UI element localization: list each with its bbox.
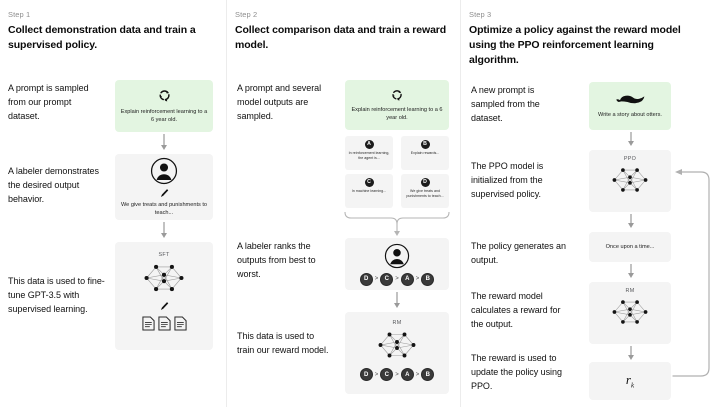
pencil-icon <box>160 301 169 312</box>
step-2-column: Step 2 Collect comparison data and train… <box>226 0 460 407</box>
rank-badge-1: D <box>359 272 373 286</box>
step-1-column: Step 1 Collect demonstration data and tr… <box>0 0 226 407</box>
rank-badge-2: C <box>380 368 394 381</box>
step-2-caption-1: A prompt and several model outputs are s… <box>237 83 322 121</box>
badge-a: A <box>364 140 374 149</box>
step-1-caption-3: This data is used to fine-tune GPT-3.5 w… <box>8 276 105 314</box>
step-3-ppo-title: PPO <box>623 156 637 162</box>
step-3-label: Step 3 <box>469 10 492 19</box>
step-2-rm-ranking-row: D > C > A > B <box>359 368 435 381</box>
pencil-icon <box>160 188 169 199</box>
step-3-reward-model-card: RM <box>589 282 671 344</box>
rank-badge-2: C <box>380 272 394 286</box>
arrow-down-icon <box>628 132 634 146</box>
step-3-caption-5: The reward is used to update the policy … <box>471 353 562 391</box>
otter-icon <box>615 92 645 107</box>
recycle-icon <box>157 88 172 103</box>
step-3-prompt-text: Write a story about otters. <box>598 112 662 119</box>
rank-separator: > <box>415 276 420 282</box>
step-2-output-c: C In machine learning... <box>345 174 393 208</box>
update-loop-arrow <box>672 169 710 377</box>
step-2-output-d-text: We give treats and punishments to teach.… <box>406 189 444 199</box>
step-3-title: Optimize a policy against the reward mod… <box>469 24 681 67</box>
step-1-title: Collect demonstration data and train a s… <box>8 24 196 52</box>
step-2-labeler-card: D > C > A > B <box>345 238 449 290</box>
step-2-output-d: D We give treats and punishments to teac… <box>401 174 449 208</box>
rank-separator: > <box>374 371 379 378</box>
step-3-caption-4: The reward model calculates a reward for… <box>471 291 561 329</box>
step-3-ppo-card: PPO <box>589 150 671 212</box>
step-1-label: Step 1 <box>8 10 31 19</box>
rank-separator: > <box>374 276 379 282</box>
step-2-caption-2: A labeler ranks the outputs from best to… <box>237 241 316 279</box>
arrow-down-icon <box>161 222 167 238</box>
step-3-output-text: Once upon a time... <box>605 243 655 250</box>
arrow-down-icon <box>394 292 400 308</box>
arrow-down-icon <box>628 264 634 278</box>
neural-network-icon <box>608 295 652 329</box>
step-1-prompt-card: Explain reinforcement learning to a 6 ye… <box>115 80 213 132</box>
rank-badge-3: A <box>400 272 414 286</box>
rank-badge-3: A <box>400 368 414 381</box>
step-2-caption-3: This data is used to train our reward mo… <box>237 331 329 355</box>
reward-subscript: k <box>630 381 635 390</box>
documents-icon <box>141 316 187 331</box>
step-2-reward-model-card: RM D <box>345 312 449 394</box>
step-1-sft-card: SFT <box>115 242 213 350</box>
step-1-caption-1: A prompt is sampled from our prompt data… <box>8 83 89 121</box>
step-1-sft-title: SFT <box>158 252 170 258</box>
arrow-down-icon <box>628 214 634 228</box>
reward-formula: rk <box>626 372 634 390</box>
recycle-icon <box>390 88 404 102</box>
step-1-prompt-text: Explain reinforcement learning to a 6 ye… <box>120 108 208 123</box>
step-2-output-b-text: Explain rewards... <box>410 151 440 155</box>
rank-separator: > <box>415 371 420 378</box>
rank-badge-4: B <box>421 368 435 381</box>
reward-symbol: r <box>625 372 631 388</box>
step-3-caption-2: The PPO model is initialized from the su… <box>471 161 544 199</box>
step-2-prompt-card: Explain reinforcement learning to a 6 ye… <box>345 80 449 130</box>
step-3-rm-title: RM <box>625 288 635 294</box>
converging-brace-icon <box>344 211 450 236</box>
neural-network-icon <box>140 259 188 297</box>
step-3-column: Step 3 Optimize a policy against the rew… <box>460 0 720 407</box>
badge-b: B <box>420 140 430 149</box>
step-2-rm-title: RM <box>392 320 402 326</box>
rank-separator: > <box>395 371 399 378</box>
step-2-title: Collect comparison data and train a rewa… <box>235 24 447 52</box>
step-2-output-a: A In reinforcement learning, the agent i… <box>345 136 393 170</box>
rank-badge-4: B <box>421 272 435 286</box>
step-3-prompt-card: Write a story about otters. <box>589 82 671 130</box>
arrow-down-icon <box>161 134 167 150</box>
step-2-output-a-text: In reinforcement learning, the agent is.… <box>348 151 390 161</box>
step-1-labeler-card: We give treats and punishments to teach.… <box>115 154 213 220</box>
step-3-reward-card: rk <box>589 362 671 400</box>
badge-d: D <box>420 178 430 187</box>
step-2-ranking-row: D > C > A > B <box>359 272 435 286</box>
labeler-icon <box>150 157 178 185</box>
neural-network-icon <box>608 163 652 197</box>
arrow-down-icon <box>628 346 634 360</box>
step-3-caption-1: A new prompt is sampled from the dataset… <box>471 85 540 123</box>
step-2-output-b: B Explain rewards... <box>401 136 449 170</box>
step-1-caption-2: A labeler demonstrates the desired outpu… <box>8 166 99 204</box>
badge-c: C <box>364 178 374 187</box>
step-2-prompt-text: Explain reinforcement learning to a 6 ye… <box>351 106 443 121</box>
neural-network-icon <box>374 327 420 363</box>
step-2-output-c-text: In machine learning... <box>351 189 387 193</box>
labeler-icon <box>384 243 410 269</box>
step-1-labeler-text: We give treats and punishments to teach.… <box>120 201 208 216</box>
step-2-label: Step 2 <box>235 10 258 19</box>
step-3-output-card: Once upon a time... <box>589 232 671 262</box>
rank-separator: > <box>395 276 399 282</box>
rank-badge-1: D <box>359 368 373 381</box>
step-3-caption-3: The policy generates an output. <box>471 241 566 265</box>
